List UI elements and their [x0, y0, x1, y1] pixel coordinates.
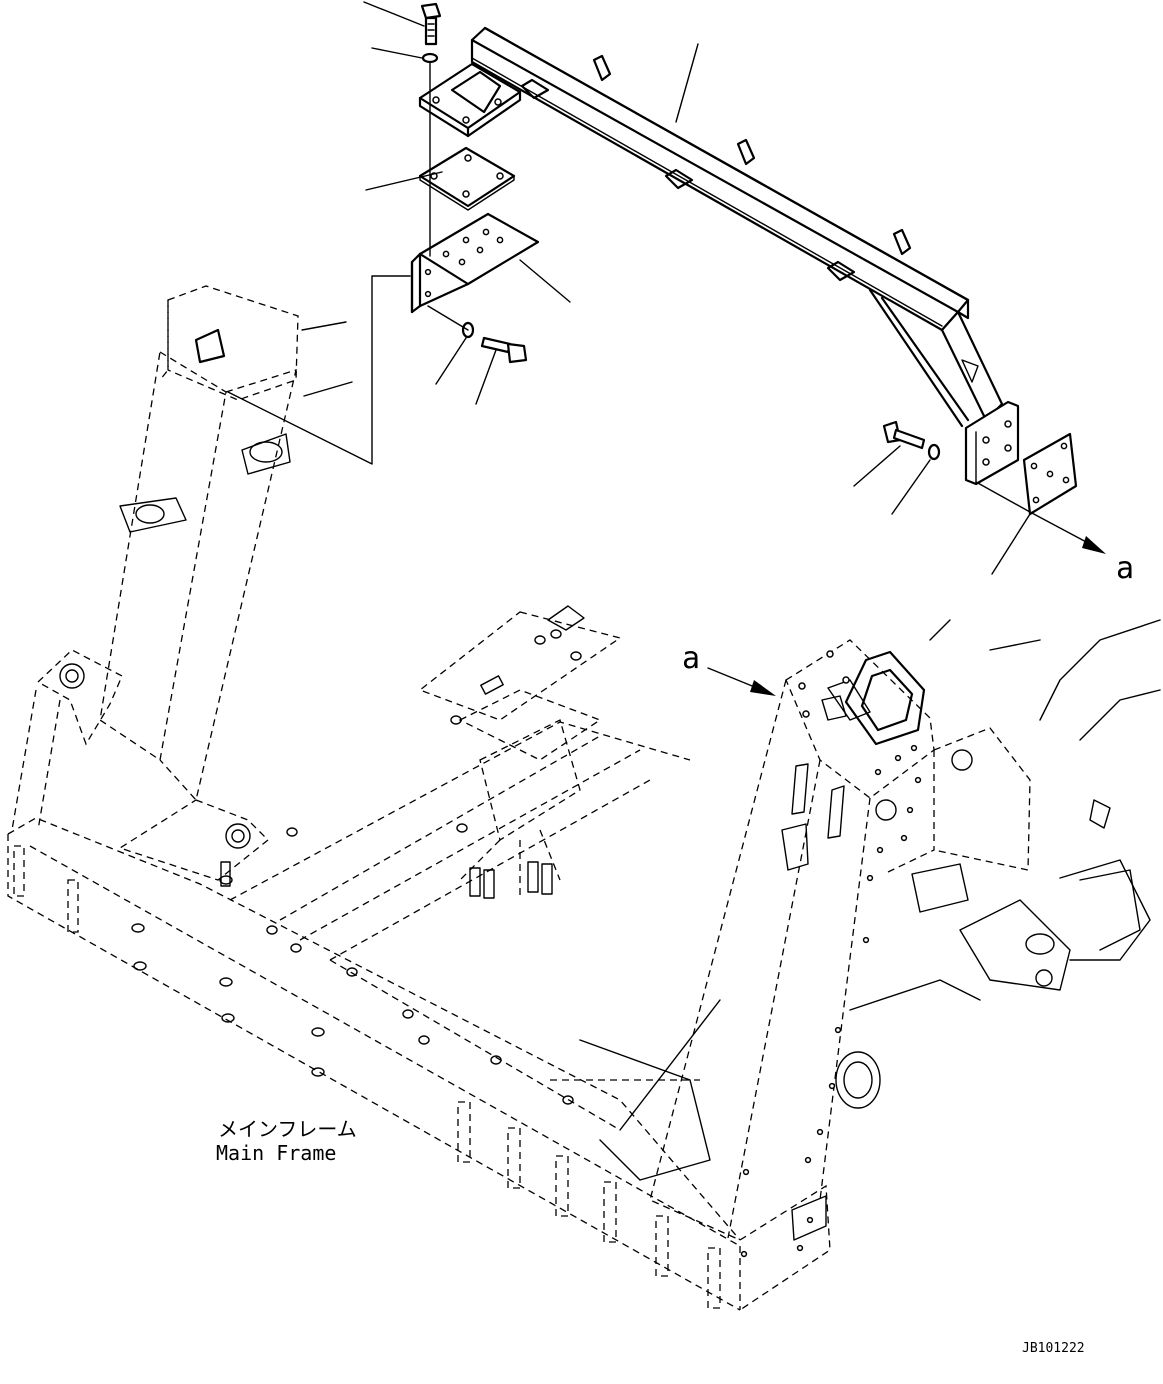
- shim-plate-part: [418, 146, 516, 211]
- top-bracket-part: [418, 62, 522, 138]
- left-tower: [11, 285, 299, 881]
- drawing-number: JB101222: [1022, 1341, 1085, 1356]
- right-end-plate: [1022, 432, 1078, 516]
- cross-members: [229, 605, 700, 1131]
- right-washer: [927, 443, 941, 461]
- top-washer: [421, 52, 439, 64]
- main-frame: [7, 285, 1161, 1311]
- leader-lines: [301, 1, 1031, 575]
- main-frame-label-en: Main Frame: [216, 1141, 336, 1165]
- view-marker-a-out: a: [1116, 551, 1134, 586]
- top-bolt: [420, 2, 442, 46]
- angle-bracket-part: [410, 212, 540, 314]
- side-bolt: [480, 336, 528, 364]
- beam-part: [470, 26, 1020, 486]
- front-base-beam: [7, 817, 741, 1311]
- rear-body: [849, 619, 1161, 1011]
- main-frame-label-jp: メインフレーム: [218, 1117, 357, 1141]
- upper-guard-assembly: [227, 1, 1106, 575]
- right-tower: [579, 639, 935, 1311]
- view-marker-a-in: a: [682, 641, 700, 676]
- right-bolt: [882, 420, 926, 450]
